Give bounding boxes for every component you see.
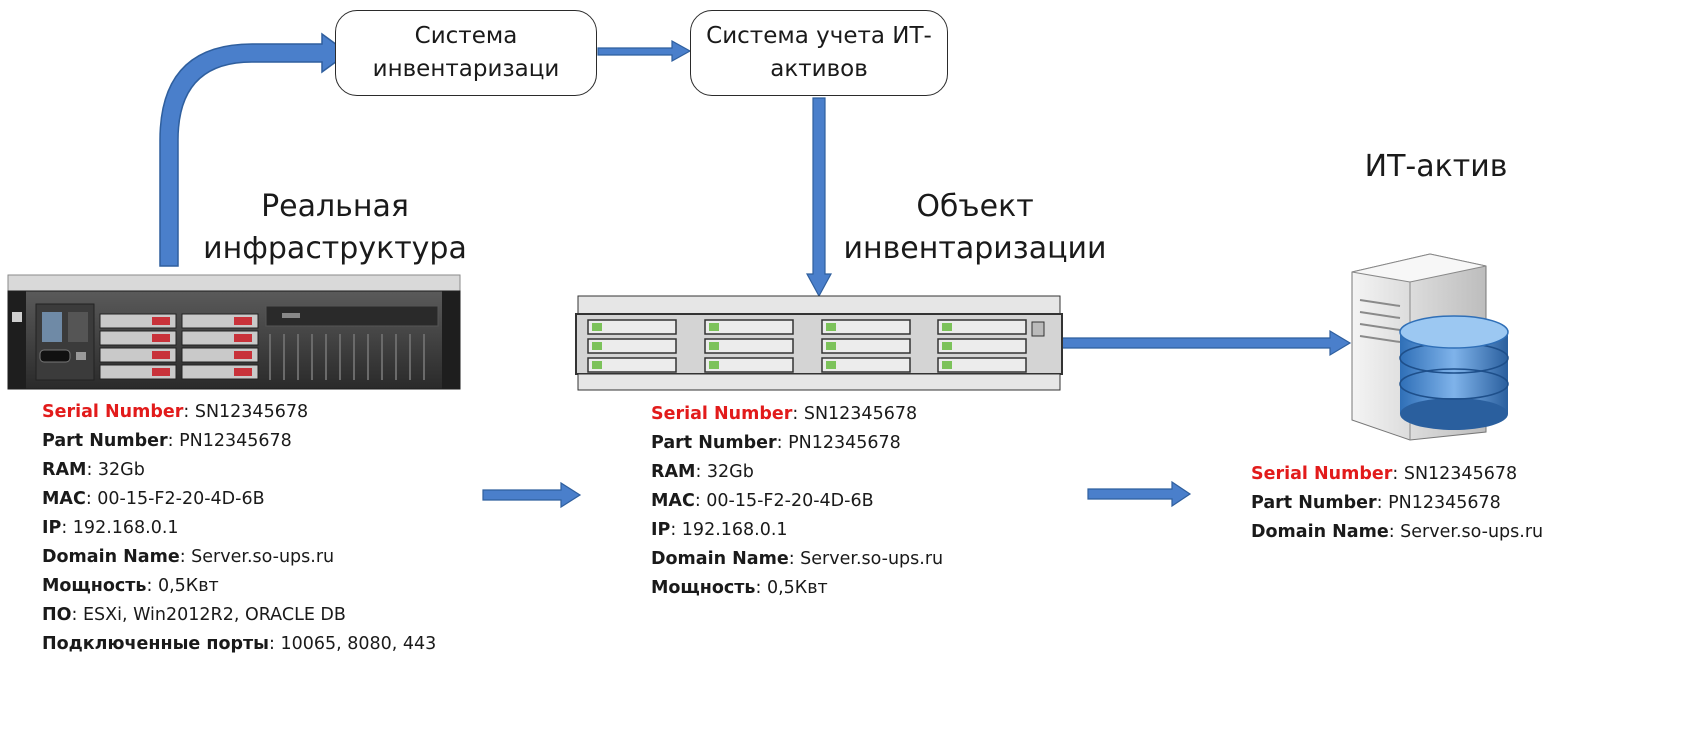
spec-row: IP: 192.168.0.1: [651, 520, 788, 540]
real-infrastructure-line2: инфраструктура: [203, 231, 467, 266]
inventory-system-label-line2: инвентаризаци: [372, 56, 560, 82]
spec-row: Мощность: 0,5Квт: [651, 578, 828, 598]
asset-system-label-line2: активов: [770, 56, 868, 82]
it-asset-heading: ИТ-актив: [1364, 149, 1508, 184]
spec-row: Domain Name: Server.so-ups.ru: [42, 547, 335, 567]
arrow-specs-inventory-to-asset: [1087, 480, 1192, 508]
arrow-specs-real-to-inventory: [482, 481, 582, 509]
inventory-system-box: Система инвентаризаци: [335, 10, 597, 96]
inventory-object-heading: Объект инвентаризации: [830, 186, 1120, 270]
spec-row: Подключенные порты: 10065, 8080, 443: [42, 634, 437, 654]
spec-row: Domain Name: Server.so-ups.ru: [651, 549, 944, 569]
spec-row: Мощность: 0,5Квт: [42, 576, 219, 596]
rack-server-icon: [7, 274, 461, 390]
spec-row: IP: 192.168.0.1: [42, 518, 179, 538]
spec-row: Serial Number: SN12345678: [651, 404, 918, 424]
arrow-object-to-it-asset: [1061, 329, 1352, 357]
real-infrastructure-heading: Реальная инфраструктура: [200, 186, 470, 270]
inventory-object-line1: Объект: [916, 189, 1034, 224]
spec-row: MAC: 00-15-F2-20-4D-6B: [651, 491, 874, 511]
spec-row: Serial Number: SN12345678: [1251, 464, 1518, 484]
it-asset-specs: Serial Number: SN12345678 Part Number: P…: [1251, 460, 1543, 547]
inventory-object-line2: инвентаризации: [843, 231, 1107, 266]
spec-row: Domain Name: Server.so-ups.ru: [1251, 522, 1544, 542]
spec-row: Part Number: PN12345678: [1251, 493, 1501, 513]
spec-row: RAM: 32Gb: [42, 460, 145, 480]
real-infrastructure-specs: Serial Number: SN12345678 Part Number: P…: [42, 398, 442, 659]
database-server-icon: [1351, 253, 1509, 441]
asset-system-label-line1: Система учета ИТ-: [706, 23, 932, 49]
spec-row: RAM: 32Gb: [651, 462, 754, 482]
storage-array-icon: [575, 295, 1063, 391]
inventory-object-specs: Serial Number: SN12345678 Part Number: P…: [651, 400, 943, 603]
arrow-inventory-to-asset-system: [597, 39, 692, 63]
real-infrastructure-line1: Реальная: [261, 189, 409, 224]
spec-row: Serial Number: SN12345678: [42, 402, 309, 422]
spec-row: MAC: 00-15-F2-20-4D-6B: [42, 489, 265, 509]
spec-row: Part Number: PN12345678: [651, 433, 901, 453]
spec-row: Part Number: PN12345678: [42, 431, 292, 451]
spec-row: ПО: ESXi, Win2012R2, ORACLE DB: [42, 605, 346, 625]
arrow-asset-system-to-object: [805, 97, 833, 298]
inventory-system-label-line1: Система: [414, 23, 518, 49]
asset-accounting-system-box: Система учета ИТ- активов: [690, 10, 948, 96]
